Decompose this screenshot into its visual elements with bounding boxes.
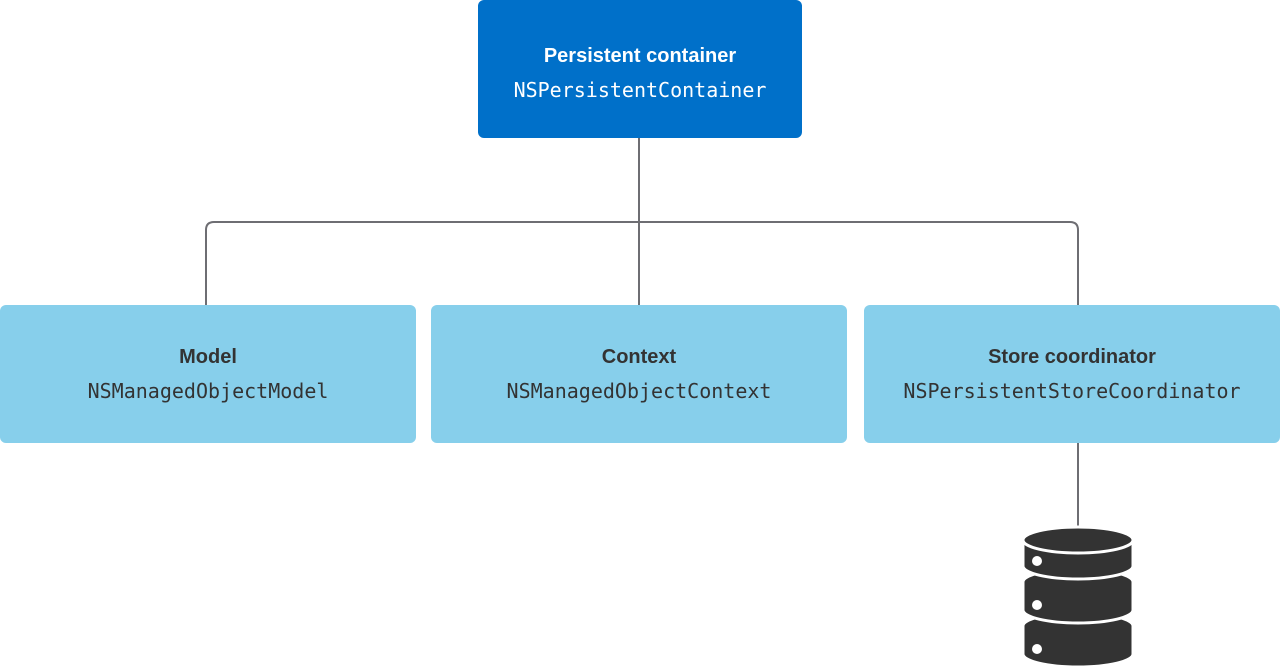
context-node: Context NSManagedObjectContext: [431, 305, 847, 443]
connector-branch-bar: [205, 221, 1079, 305]
persistent-container-node: Persistent container NSPersistentContain…: [478, 0, 802, 138]
database-icon: [1021, 525, 1135, 669]
store-coordinator-title: Store coordinator: [988, 346, 1156, 368]
persistent-container-class: NSPersistentContainer: [513, 78, 767, 102]
context-title: Context: [601, 346, 677, 368]
model-node: Model NSManagedObjectModel: [0, 305, 416, 443]
store-coordinator-node: Store coordinator NSPersistentStoreCoord…: [864, 305, 1280, 443]
model-title: Model: [179, 346, 237, 368]
context-class: NSManagedObjectContext: [506, 379, 772, 403]
model-class: NSManagedObjectModel: [87, 379, 329, 403]
store-coordinator-class: NSPersistentStoreCoordinator: [903, 379, 1241, 403]
persistent-container-title: Persistent container: [543, 45, 737, 67]
